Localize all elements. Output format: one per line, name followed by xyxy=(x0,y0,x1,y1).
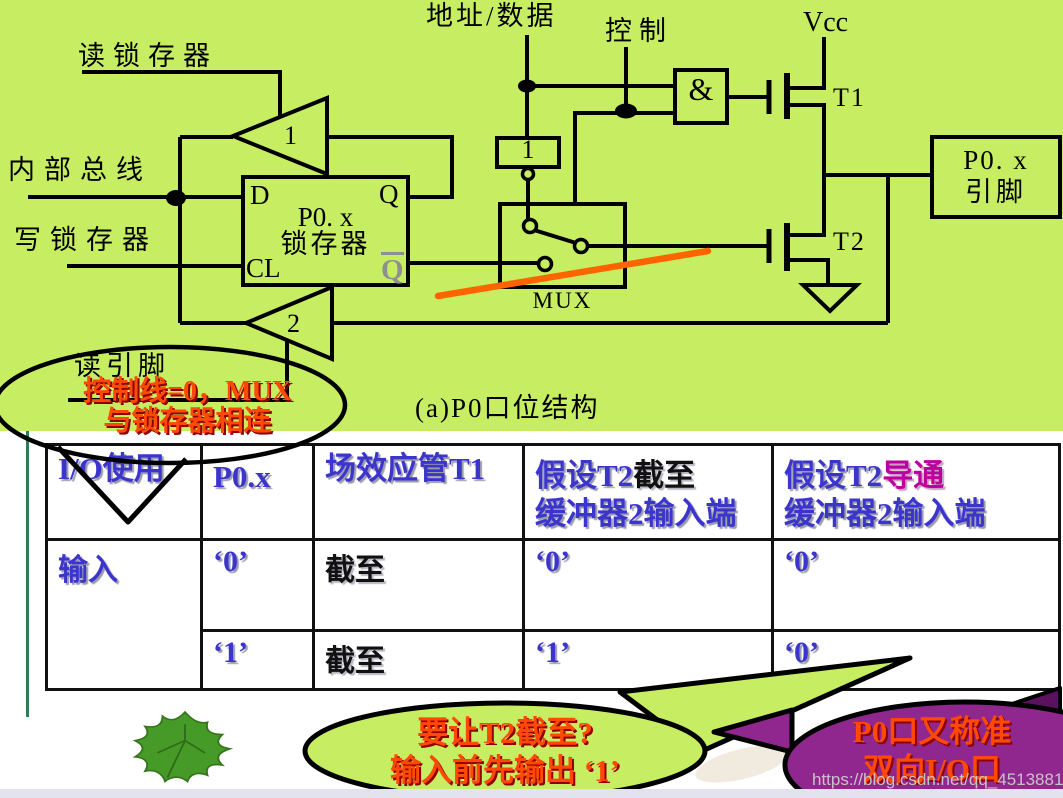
internal-bus-label: 内部总线 xyxy=(8,155,152,185)
t2-label: T2 xyxy=(833,227,866,256)
cell-c5-0: ‘0’ xyxy=(771,538,1061,632)
cell-c5-1: ‘0’ xyxy=(771,629,1061,691)
latch-cl-label: CL xyxy=(246,253,281,283)
p0-callout-line1: P0口又称准 xyxy=(852,714,1012,749)
mux-callout-line1: 控制线=0，MUX xyxy=(83,376,292,407)
cell-t1-1: 截至 xyxy=(312,629,525,691)
header-t2-cutoff-a: 假设T2 xyxy=(535,458,634,493)
value-p0x: ‘0’ xyxy=(213,545,248,578)
vcc-label: Vcc xyxy=(803,7,849,38)
buffer2-label: 2 xyxy=(287,309,300,338)
header-io-label: I/O使用 xyxy=(58,451,165,486)
table-header-row: I/O使用 P0.x 场效应管T1 假设T2截至 缓冲器2输入端 假设T2导通 … xyxy=(45,443,1061,541)
value-t1: 截至 xyxy=(325,645,385,678)
left-accent-rule xyxy=(26,431,29,717)
value-buf2: ‘0’ xyxy=(784,636,819,669)
value-buf2: ‘0’ xyxy=(535,545,570,578)
cell-p0x-0: ‘0’ xyxy=(200,538,315,632)
table-row: 输入 ‘0’ 截至 ‘0’ ‘0’ xyxy=(45,538,1061,691)
t2-callout-line1: 要让T2截至? xyxy=(417,715,593,750)
io-input-label: 输入 xyxy=(58,554,118,587)
header-cell-t2-on: 假设T2导通 缓冲器2输入端 xyxy=(771,443,1061,541)
cell-p0x-1: ‘1’ xyxy=(200,629,315,691)
cell-io-input: 输入 xyxy=(45,538,203,691)
watermark: https://blog.csdn.net/qq_45138813 xyxy=(812,770,1063,789)
header-cell-io: I/O使用 xyxy=(45,443,203,541)
addr-data-label: 地址/数据 xyxy=(426,1,557,31)
inverter-label: 1 xyxy=(521,135,535,164)
value-buf2: ‘0’ xyxy=(784,545,819,578)
cell-c4-0: ‘0’ xyxy=(522,538,774,632)
pin-label-line1: P0. x xyxy=(963,145,1029,175)
mux-callout-line2: 与锁存器相连 xyxy=(103,406,272,437)
header-cell-t1: 场效应管T1 xyxy=(312,443,525,541)
buffer1-label: 1 xyxy=(284,121,297,150)
bottom-strip xyxy=(0,789,1063,798)
header-t2-on-a: 假设T2 xyxy=(784,458,883,493)
write-latch-label: 写锁存器 xyxy=(14,225,158,255)
t2-callout-text: 要让T2截至? 输入前先输出 ‘1’ xyxy=(300,714,710,790)
and-gate-label: & xyxy=(688,71,714,107)
latch-qbar-glyph: Q xyxy=(381,252,404,286)
header-t2-cutoff-b: 截至 xyxy=(633,458,696,493)
header-t2-on-b: 导通 xyxy=(882,458,945,493)
latch-qbar-label: Q xyxy=(381,252,404,287)
header-p0x-label: P0.x xyxy=(213,459,271,494)
value-buf2: ‘1’ xyxy=(535,636,570,669)
header-cell-p0x: P0.x xyxy=(200,443,315,541)
t1-label: T1 xyxy=(833,83,866,112)
control-label: 控制 xyxy=(605,16,673,46)
header-t1-label: 场效应管T1 xyxy=(325,451,486,486)
mux-callout-text: 控制线=0，MUX 与锁存器相连 xyxy=(0,377,375,437)
cell-c4-1: ‘1’ xyxy=(522,629,774,691)
mux-label: MUX xyxy=(532,288,593,313)
value-p0x: ‘1’ xyxy=(213,636,248,669)
value-t1: 截至 xyxy=(325,554,385,587)
read-latch-label: 读锁存器 xyxy=(78,41,218,71)
figure-caption: (a)P0口位结构 xyxy=(415,393,600,423)
header-t2-cutoff-line2: 缓冲器2输入端 xyxy=(535,496,737,531)
io-table: I/O使用 P0.x 场效应管T1 假设T2截至 缓冲器2输入端 假设T2导通 … xyxy=(45,443,1061,691)
header-t2-on-line2: 缓冲器2输入端 xyxy=(784,496,986,531)
cell-t1-0: 截至 xyxy=(312,538,525,632)
io-table-grid: I/O使用 P0.x 场效应管T1 假设T2截至 缓冲器2输入端 假设T2导通 … xyxy=(45,443,1061,691)
t2-callout-line2: 输入前先输出 ‘1’ xyxy=(390,753,620,788)
pin-label-line2: 引脚 xyxy=(965,177,1027,207)
header-cell-t2-cutoff: 假设T2截至 缓冲器2输入端 xyxy=(522,443,774,541)
